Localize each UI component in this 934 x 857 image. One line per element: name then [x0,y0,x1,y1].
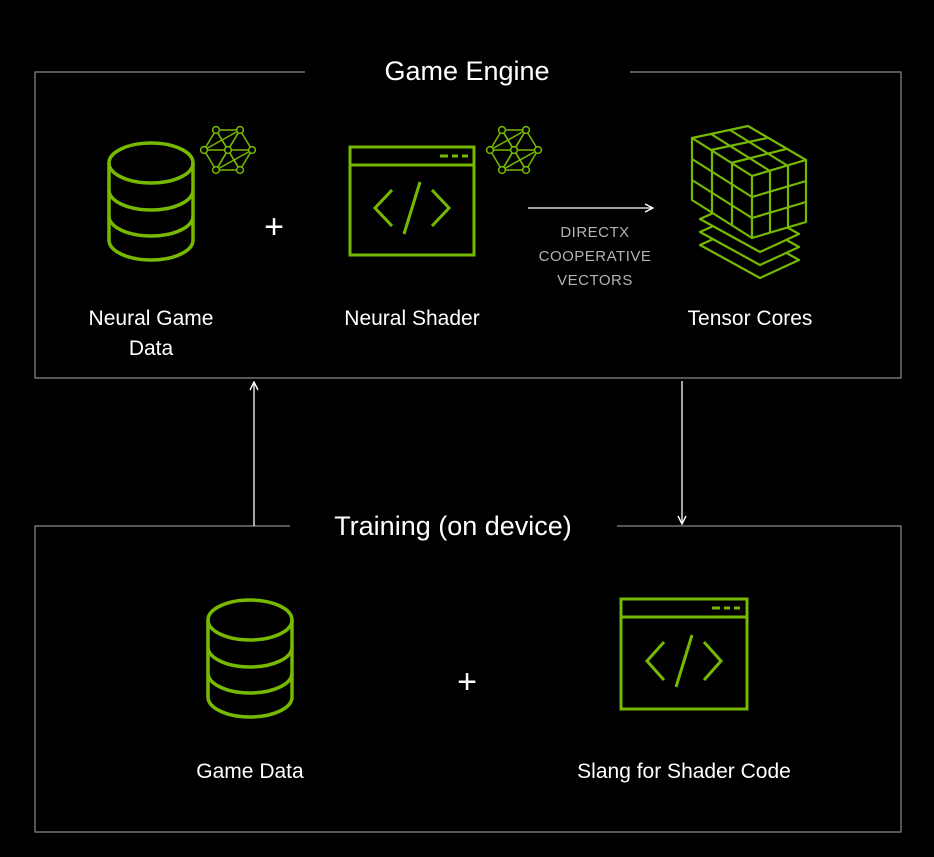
game-data-label: Game Data [196,760,304,783]
neural-network-icon [485,125,543,175]
code-window-icon [619,597,749,711]
database-icon [206,598,294,719]
game-engine-frame [34,71,902,379]
tensor-cube-icon [690,124,808,280]
database-icon [107,141,195,262]
link-line-2: COOPERATIVE [538,248,652,265]
training-title: Training (on device) [334,511,572,541]
code-window-icon [348,145,476,257]
neural-game-data-label: Neural Game Data [88,307,214,360]
neural-shader-label: Neural Shader [344,307,480,330]
plus-sign: + [264,208,284,246]
slang-shader-code-label: Slang for Shader Code [577,760,791,783]
neural-network-icon [199,125,257,175]
game-engine-title: Game Engine [384,56,550,86]
plus-sign: + [457,663,477,701]
training-frame [34,525,902,833]
link-line-1: DIRECTX [560,224,630,241]
tensor-cores-label: Tensor Cores [687,307,813,330]
directx-cooperative-vectors-label: DIRECTX COOPERATIVE VECTORS [520,221,670,293]
link-line-3: VECTORS [557,272,633,289]
